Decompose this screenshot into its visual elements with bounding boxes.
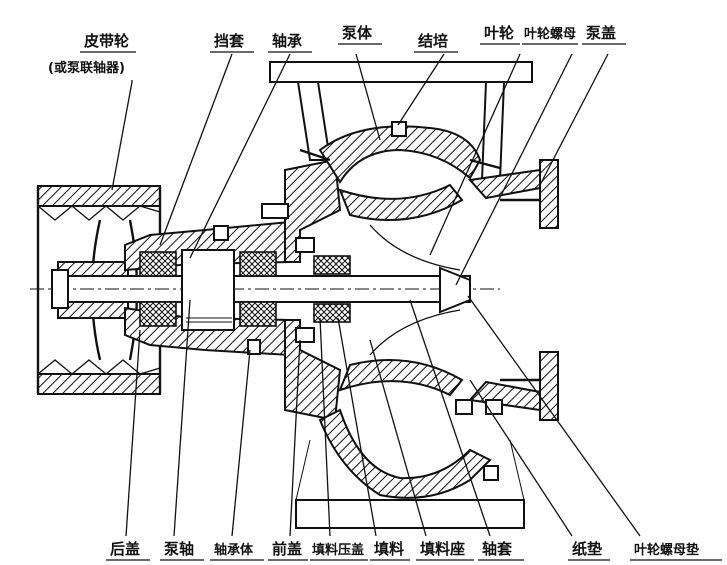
label-packing: 填料 [374, 540, 404, 558]
label-packing-seat: 填料座 [420, 540, 465, 558]
label-paper-gasket: 纸垫 [572, 540, 602, 558]
front-cover [261, 158, 351, 422]
label-belt-pulley: 皮带轮 [84, 32, 129, 50]
pump-body [299, 121, 501, 499]
label-bearing-housing: 轴承体 [214, 542, 254, 558]
label-rear-cover: 后盖 [110, 540, 140, 558]
label-packing-gland: 填料压盖 [312, 542, 364, 558]
pump-shaft [30, 269, 500, 309]
label-pump-mouth-ring: 结培 [418, 32, 448, 50]
bottom-labels: 后盖 泵轴 轴承体 前盖 填料压盖 填料 填料座 轴套 纸垫 叶轮螺母垫 [106, 540, 722, 561]
label-shaft-sleeve: 轴套 [482, 540, 513, 558]
label-pump-body: 泵体 [342, 24, 373, 42]
label-belt-pulley-alt: (或泵联轴器) [48, 60, 125, 76]
label-retaining-sleeve: 挡套 [214, 32, 245, 50]
label-pump-cover: 泵盖 [586, 24, 616, 42]
label-impeller-nut: 叶轮螺母 [524, 26, 576, 42]
label-front-cover: 前盖 [272, 540, 302, 558]
leader-lines [111, 53, 641, 537]
label-bearing: 轴承 [272, 32, 302, 50]
label-impeller-nut-gasket: 叶轮螺母垫 [634, 542, 699, 558]
top-labels: 皮带轮 (或泵联轴器) 挡套 轴承 泵体 结培 叶轮 叶轮螺母 泵盖 [48, 24, 626, 76]
bearing-housing [124, 220, 291, 357]
label-pump-shaft: 泵轴 [164, 540, 194, 558]
label-impeller: 叶轮 [484, 24, 514, 42]
impeller [338, 183, 471, 397]
base-frame [269, 61, 533, 529]
